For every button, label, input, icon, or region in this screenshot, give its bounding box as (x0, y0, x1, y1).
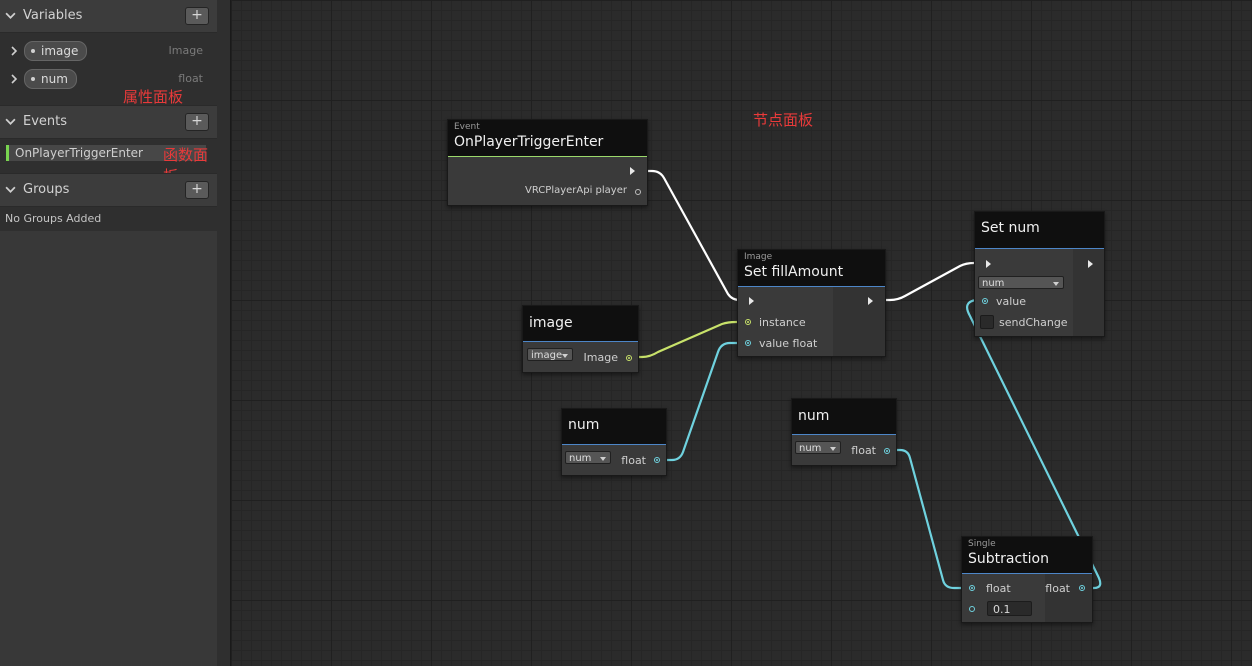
variable-type: Image (168, 44, 203, 57)
add-event-button[interactable]: + (185, 113, 209, 131)
dropdown-arrow-icon (830, 447, 836, 451)
dot-icon (31, 77, 35, 81)
output-port-dot[interactable] (626, 355, 632, 361)
port-label: float (621, 454, 646, 467)
groups-list: No Groups Added (0, 207, 217, 231)
port-label: value float (759, 337, 818, 350)
variables-section-header[interactable]: Variables + (0, 0, 217, 33)
groups-section-header[interactable]: Groups + (0, 173, 217, 207)
instance-port-dot[interactable] (745, 319, 751, 325)
port-label: float (986, 582, 1011, 595)
events-title: Events (23, 114, 68, 129)
port-label: Image (583, 351, 618, 364)
splitter-handle[interactable] (217, 0, 230, 666)
value-port-dot[interactable] (982, 298, 988, 304)
chevron-right-icon[interactable] (9, 46, 19, 56)
node-title: OnPlayerTriggerEnter (454, 134, 604, 150)
node-header-accent (448, 156, 647, 157)
variable-row-image[interactable]: image Image (0, 37, 217, 65)
variable-pill-image[interactable]: image (24, 41, 88, 61)
variables-title: Variables (23, 8, 83, 23)
node-header-accent (562, 444, 666, 445)
port-label: sendChange (999, 316, 1068, 329)
input-port-dot[interactable] (969, 606, 975, 612)
events-list: OnPlayerTriggerEnter 函数面板 (0, 139, 217, 185)
flow-in-arrow-icon[interactable] (749, 297, 754, 305)
set-fillamount-node[interactable]: Image Set fillAmount instance value floa… (737, 249, 886, 357)
output-port-dot[interactable] (1079, 585, 1085, 591)
variable-dropdown[interactable]: image (527, 348, 573, 361)
output-column (833, 287, 885, 356)
variable-pill-num[interactable]: num (24, 69, 77, 89)
variable-dropdown[interactable]: num (978, 276, 1064, 289)
node-header-accent (523, 341, 638, 342)
dropdown-value: num (569, 453, 592, 464)
node-header-accent (975, 248, 1104, 249)
chevron-down-icon[interactable] (5, 10, 16, 21)
variable-type: float (178, 72, 203, 85)
node-title: image (529, 315, 573, 331)
port-label: instance (759, 316, 806, 329)
node-title: Subtraction (968, 551, 1049, 567)
output-column (1045, 574, 1092, 622)
groups-title: Groups (23, 182, 70, 197)
port-label: float (851, 444, 876, 457)
sidebar: Variables + image Image num float 属性面板 E… (0, 0, 218, 666)
value-port-dot[interactable] (745, 340, 751, 346)
no-groups-text: No Groups Added (5, 212, 102, 225)
dot-icon (31, 49, 35, 53)
output-port-dot[interactable] (635, 189, 641, 195)
variable-name: image (41, 44, 79, 58)
node-header-accent (738, 286, 885, 287)
dropdown-value: num (982, 278, 1005, 289)
variable-row-num[interactable]: num float (0, 65, 217, 93)
port-label: VRCPlayerApi player (525, 185, 627, 196)
node-header-accent (962, 573, 1092, 574)
properties-panel-annotation: 属性面板 (123, 88, 184, 106)
input-port-dot[interactable] (969, 585, 975, 591)
dropdown-arrow-icon (1053, 282, 1059, 286)
operand-input[interactable]: 0.1 (987, 601, 1032, 616)
event-item-onplayertriggerenter[interactable]: OnPlayerTriggerEnter (6, 145, 206, 161)
subtraction-node[interactable]: Single Subtraction float float 0.1 (961, 536, 1093, 623)
output-port-dot[interactable] (654, 457, 660, 463)
num-variable-node-2[interactable]: num num float (791, 398, 897, 466)
node-subtitle: Single (968, 539, 996, 549)
variable-dropdown[interactable]: num (565, 451, 611, 464)
dropdown-value: num (799, 443, 822, 454)
variables-list: image Image num float 属性面板 (0, 33, 217, 106)
add-variable-button[interactable]: + (185, 7, 209, 25)
node-title: Set num (981, 220, 1040, 236)
flow-out-arrow-icon[interactable] (630, 167, 635, 175)
flow-out-arrow-icon[interactable] (1088, 260, 1093, 268)
num-variable-node-1[interactable]: num num float (561, 408, 667, 476)
event-node-onplayertriggerenter[interactable]: Event OnPlayerTriggerEnter VRCPlayerApi … (447, 119, 648, 206)
node-header-accent (792, 434, 896, 435)
dropdown-arrow-icon (600, 457, 606, 461)
events-section-header[interactable]: Events + (0, 105, 217, 139)
node-subtitle: Event (454, 122, 480, 132)
port-label: value (996, 295, 1027, 308)
sendchange-checkbox[interactable] (980, 315, 994, 329)
node-title: Set fillAmount (744, 264, 844, 280)
node-title: num (568, 417, 600, 433)
set-num-node[interactable]: Set num num value sendChange (974, 211, 1105, 337)
dropdown-arrow-icon (562, 354, 568, 358)
add-group-button[interactable]: + (185, 181, 209, 199)
node-subtitle: Image (744, 252, 773, 262)
variable-name: num (41, 72, 68, 86)
chevron-down-icon[interactable] (5, 184, 16, 195)
node-title: num (798, 408, 830, 424)
dropdown-value: image (531, 350, 563, 361)
variable-dropdown[interactable]: num (795, 441, 841, 454)
chevron-right-icon[interactable] (9, 74, 19, 84)
node-panel-annotation: 节点面板 (753, 111, 814, 129)
flow-in-arrow-icon[interactable] (986, 260, 991, 268)
event-row[interactable]: OnPlayerTriggerEnter (0, 139, 217, 167)
port-label: float (1045, 582, 1070, 595)
flow-out-arrow-icon[interactable] (868, 297, 873, 305)
chevron-down-icon[interactable] (5, 116, 16, 127)
output-port-dot[interactable] (884, 448, 890, 454)
image-variable-node[interactable]: image image Image (522, 305, 639, 373)
